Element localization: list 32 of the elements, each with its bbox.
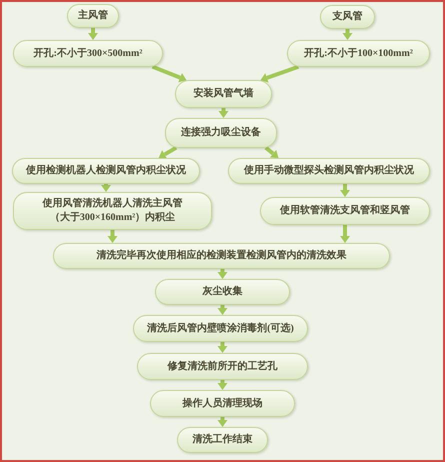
process-box: 主风管 bbox=[67, 4, 119, 28]
process-box: 连接强力吸尘设备 bbox=[165, 118, 277, 148]
arrow bbox=[88, 28, 98, 40]
arrow bbox=[260, 64, 300, 83]
arrow bbox=[101, 184, 111, 192]
arrow bbox=[340, 225, 350, 243]
process-box: 修复清洗前所开的工艺孔 bbox=[137, 353, 308, 380]
process-box: 清洗后风管内壁喷涂消毒剂(可选) bbox=[133, 315, 308, 342]
process-box: 灰尘收集 bbox=[155, 279, 290, 305]
process-box: 支风管 bbox=[320, 5, 375, 29]
process-box: 安装风管气墙 bbox=[175, 80, 272, 108]
arrow bbox=[218, 108, 228, 118]
process-box: 使用风管清洗机器人清洗主风管（大于300×160mm²）内积尘 bbox=[13, 192, 212, 230]
process-box: 清洗完毕再次使用相应的检测装置检测风管内的清洗效果 bbox=[53, 243, 390, 269]
process-box: 使用软管清洗支风管和竖风管 bbox=[260, 197, 430, 225]
arrow bbox=[108, 230, 118, 243]
process-box: 开孔:不小于100×100mm² bbox=[287, 40, 430, 67]
arrow bbox=[218, 269, 228, 279]
process-box: 清洗工作结束 bbox=[177, 427, 268, 453]
arrow bbox=[152, 64, 188, 82]
process-box: 使用手动微型探头检测风管内积尘状况 bbox=[228, 158, 430, 184]
arrow bbox=[218, 380, 228, 390]
process-box: 操作人员清理现场 bbox=[150, 390, 295, 417]
arrow bbox=[340, 184, 350, 197]
process-box: 开孔:不小于300×500mm² bbox=[13, 40, 163, 67]
arrow bbox=[158, 146, 178, 160]
arrow bbox=[218, 305, 228, 315]
arrow bbox=[264, 146, 280, 160]
arrow bbox=[218, 342, 228, 353]
process-box: 使用检测机器人检测风管内积尘状况 bbox=[12, 158, 200, 184]
arrow bbox=[342, 29, 352, 40]
arrow bbox=[218, 417, 228, 427]
